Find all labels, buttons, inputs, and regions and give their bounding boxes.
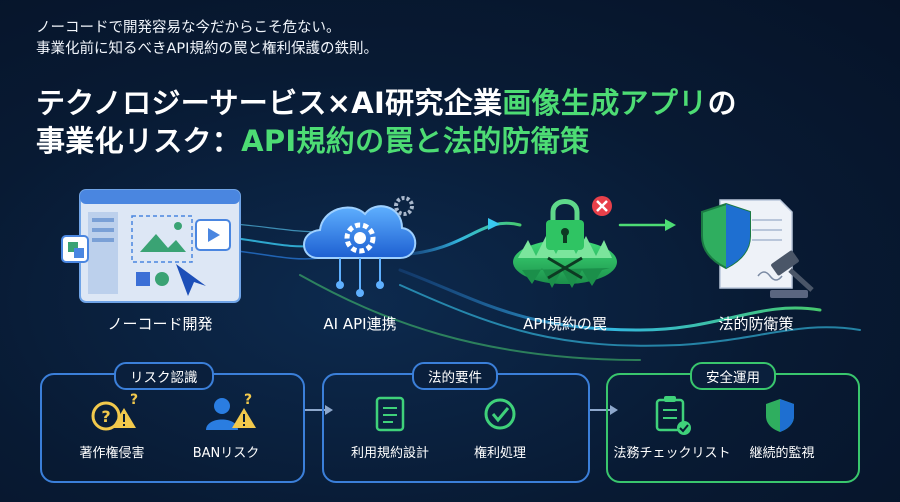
checklist-icon <box>655 396 691 435</box>
intro-text: ノーコードで開発容易な今だからこそ危ない。 事業化前に知るべきAPI規約の罠と権… <box>36 18 378 60</box>
cloud-api-icon <box>303 196 417 297</box>
title-line-1: テクノロジーサービス×AI研究企業画像生成アプリの <box>36 84 737 122</box>
page-title: テクノロジーサービス×AI研究企業画像生成アプリの 事業化リスク：API規約の罠… <box>36 84 737 160</box>
trap-lock-icon <box>513 196 617 288</box>
title-line-1-end: の <box>707 86 737 120</box>
svg-text:?: ? <box>101 407 110 426</box>
item-ban-risk: BANリスク <box>192 446 260 461</box>
user-ban-warning-icon: ? <box>206 392 256 430</box>
check-circle-icon <box>484 398 516 430</box>
nocode-editor-icon <box>61 189 241 303</box>
group-title-safe: 安全運用 <box>690 362 776 390</box>
legal-shield-icon <box>701 199 814 298</box>
intro-line-2: 事業化前に知るべきAPI規約の罠と権利保護の鉄則。 <box>36 41 378 57</box>
title-line-1-main: テクノロジーサービス×AI研究企業 <box>36 86 503 120</box>
flow-label-api-trap: API規約の罠 <box>523 315 607 333</box>
item-continuous-monitoring: 継続的監視 <box>749 446 815 461</box>
flow-label-ai-api: AI API連携 <box>323 315 397 333</box>
item-rights-processing: 権利処理 <box>473 446 526 461</box>
flow-label-legal-defense: 法的防衛策 <box>718 315 794 333</box>
title-line-2: 事業化リスク：API規約の罠と法的防衛策 <box>36 122 737 160</box>
svg-text:?: ? <box>244 392 252 408</box>
flow-label-nocode: ノーコード開発 <box>107 315 213 333</box>
title-line-2-highlight: API規約の罠と法的防衛策 <box>241 124 590 158</box>
item-legal-checklist: 法務チェックリスト <box>613 446 731 461</box>
copyright-warning-icon: ? ? <box>91 392 138 431</box>
title-line-2-main: 事業化リスク： <box>36 124 242 158</box>
data-stream-lines <box>209 218 861 361</box>
svg-text:?: ? <box>130 392 138 408</box>
title-line-1-highlight: 画像生成アプリ <box>502 86 708 120</box>
intro-line-1: ノーコードで開発容易な今だからこそ危ない。 <box>36 20 341 36</box>
shield-icon <box>766 399 794 432</box>
item-terms-design: 利用規約設計 <box>350 446 429 461</box>
item-copyright: 著作権侵害 <box>79 446 145 461</box>
document-icon <box>375 396 405 432</box>
group-title-risk: リスク認識 <box>114 362 214 390</box>
group-title-legal: 法的要件 <box>412 362 498 390</box>
